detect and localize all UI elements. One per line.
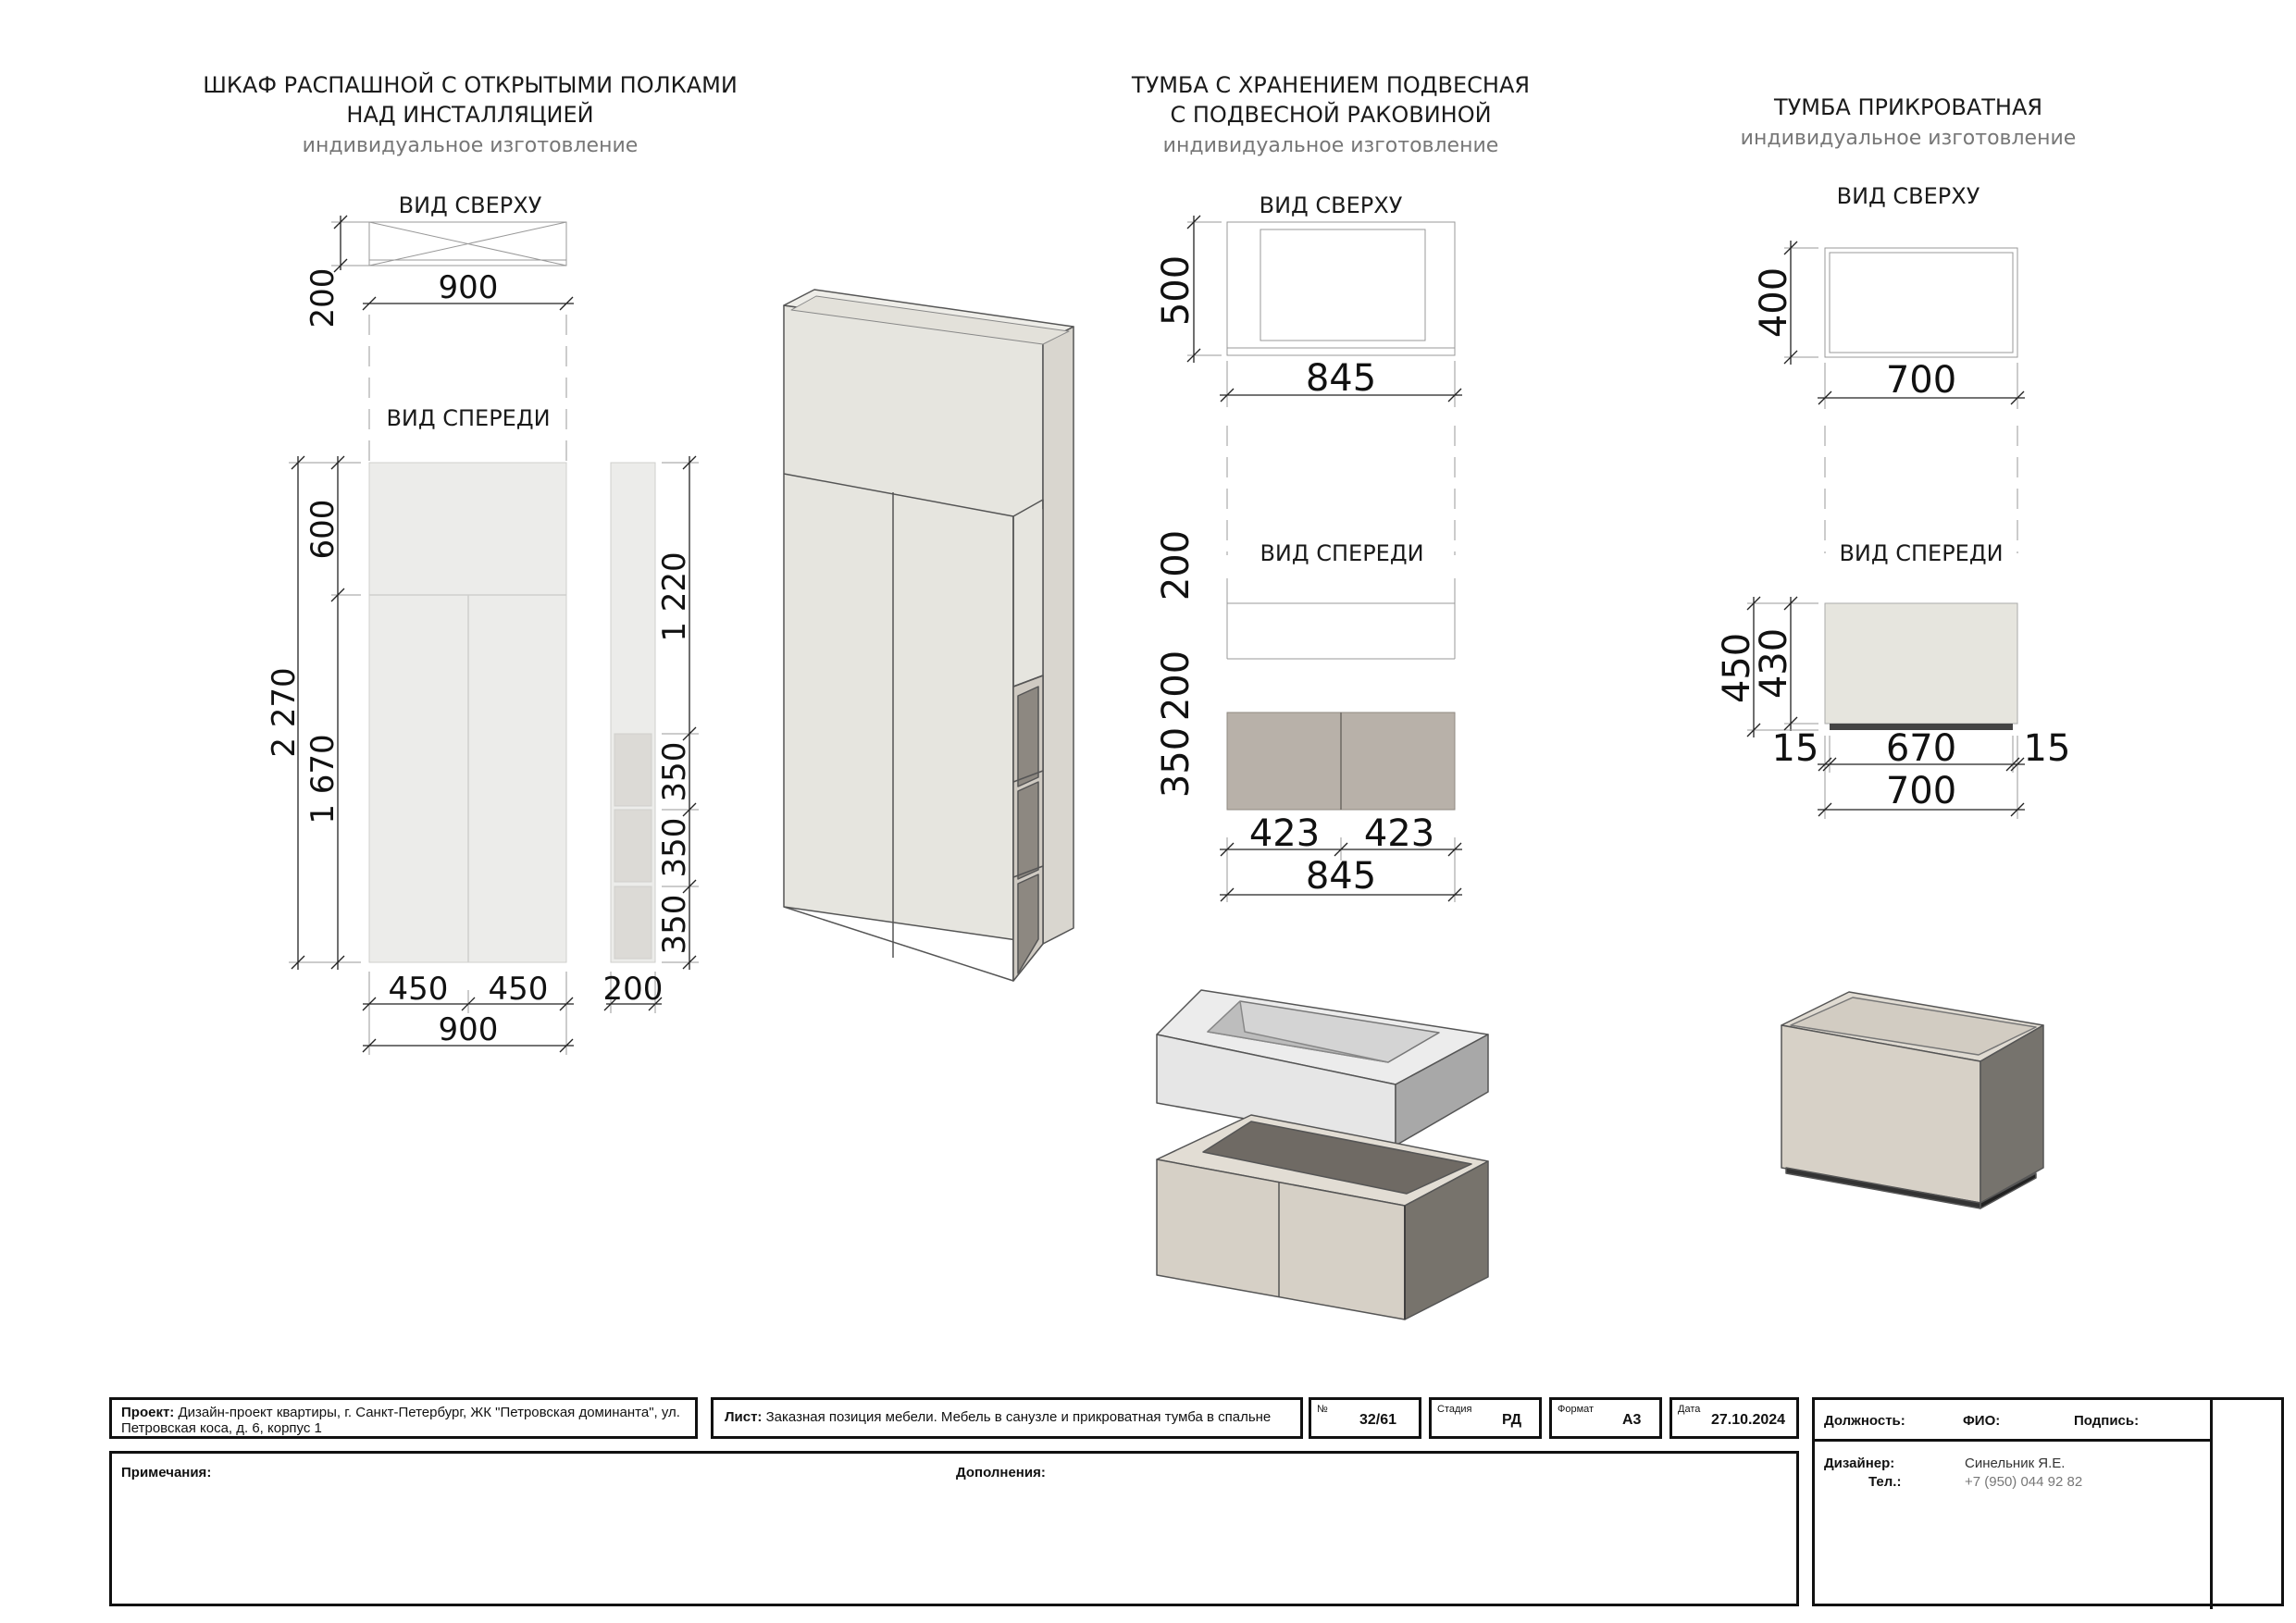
vanity-door-left-dim: 423 — [1249, 812, 1320, 855]
date-label: Дата — [1678, 1404, 1701, 1415]
vanity-view-top-label: ВИД СВЕРХУ — [1260, 192, 1403, 218]
vanity-front-view — [1226, 578, 1456, 811]
nightstand-inner-width-dim: 670 — [1886, 727, 1956, 770]
signature-box: Должность: ФИО: Подпись: Дизайнер: Тел.:… — [1812, 1397, 2284, 1609]
stage-box: Стадия РД — [1429, 1397, 1542, 1439]
vanity-top-depth-dim: 500 — [1155, 255, 1198, 326]
project-value: Дизайн-проект квартиры, г. Санкт-Петербу… — [121, 1405, 680, 1436]
fio-label: ФИО: — [1963, 1413, 2001, 1429]
wardrobe-lower-height-dim: 1 670 — [304, 734, 341, 824]
nightstand-front-view — [1824, 602, 2018, 730]
vanity-cabinet-height-dim: 350 — [1155, 727, 1198, 798]
vanity-sink-height-dim: 200 — [1155, 530, 1198, 601]
nightstand-top-view — [1824, 247, 2018, 358]
signature-label: Подпись: — [2074, 1413, 2140, 1429]
vanity-isometric-cabinet — [1156, 1114, 1489, 1320]
vanity-isometric-sink — [1156, 989, 1489, 1146]
nightstand-offset-right-dim: 15 — [2024, 727, 2071, 770]
wardrobe-side-upper-dim: 1 220 — [656, 551, 693, 641]
notes-label: Примечания: — [121, 1465, 212, 1481]
vanity-view-front-label: ВИД СПЕРЕДИ — [1260, 540, 1423, 566]
nightstand-section: ТУМБА ПРИКРОВАТНАЯ индивидуальное изгото… — [1716, 94, 2077, 1209]
number-value: 32/61 — [1359, 1412, 1397, 1428]
wardrobe-isometric — [783, 289, 1074, 982]
date-value: 27.10.2024 — [1711, 1412, 1786, 1428]
number-label: № — [1317, 1404, 1328, 1415]
vanity-door-right-dim: 423 — [1364, 812, 1434, 855]
format-box: Формат А3 — [1549, 1397, 1662, 1439]
stage-value: РД — [1502, 1412, 1522, 1428]
wardrobe-front-width-dims: 450 450 900 200 — [362, 971, 664, 1055]
signature-header: Должность: ФИО: Подпись: — [1815, 1400, 2210, 1442]
wardrobe-top-depth-dim: 200 — [304, 268, 341, 328]
additions-label: Дополнения: — [956, 1465, 1046, 1481]
wardrobe-side-height-dims: 1 220 350 350 350 — [656, 455, 699, 970]
vanity-top-dims: 500 845 — [1155, 215, 1462, 407]
number-box: № 32/61 — [1309, 1397, 1421, 1439]
sheet-box: Лист: Заказная позиция мебели. Мебель в … — [711, 1397, 1303, 1439]
wardrobe-view-front-label: ВИД СПЕРЕДИ — [386, 405, 550, 431]
designer-label: Дизайнер: — [1824, 1456, 1895, 1471]
nightstand-top-depth-dim: 400 — [1753, 267, 1795, 338]
nightstand-subtitle: индивидуальное изготовление — [1741, 127, 2077, 150]
wardrobe-title-line2: НАД ИНСТАЛЛЯЦИЕЙ — [346, 101, 593, 128]
nightstand-title: ТУМБА ПРИКРОВАТНАЯ — [1773, 94, 2042, 120]
sheet-label: Лист: — [725, 1409, 763, 1425]
wardrobe-door-left-dim: 450 — [389, 971, 449, 1008]
vanity-top-width-dim: 845 — [1306, 357, 1376, 400]
nightstand-isometric — [1781, 991, 2044, 1209]
phone-label: Тел.: — [1868, 1474, 1902, 1490]
notes-box: Примечания: Дополнения: — [109, 1451, 1799, 1606]
project-box: Проект: Дизайн-проект квартиры, г. Санкт… — [109, 1397, 698, 1439]
nightstand-view-front-label: ВИД СПЕРЕДИ — [1839, 540, 2003, 566]
vanity-top-view — [1226, 221, 1456, 356]
format-label: Формат — [1558, 1404, 1595, 1415]
wardrobe-section: ШКАФ РАСПАШНОЙ С ОТКРЫТЫМИ ПОЛКАМИ НАД И… — [203, 71, 1074, 1055]
nightstand-front-width-dim: 700 — [1886, 770, 1956, 812]
wardrobe-top-dims: 200 900 — [304, 215, 574, 328]
nightstand-front-dims: 450 430 15 670 15 700 — [1716, 596, 2071, 819]
wardrobe-top-width-dim: 900 — [439, 269, 499, 306]
position-label: Должность: — [1824, 1413, 1905, 1429]
wardrobe-front-height-dims: 2 270 600 1 670 — [266, 455, 361, 970]
wardrobe-side-column — [610, 462, 656, 963]
wardrobe-top-view — [368, 221, 567, 266]
vanity-gap-dim: 200 — [1155, 650, 1198, 721]
vanity-front-width-dims: 423 423 845 — [1220, 812, 1462, 902]
vanity-title-line1: ТУМБА С ХРАНЕНИЕМ ПОДВЕСНАЯ — [1131, 72, 1530, 98]
vanity-front-width-dim: 845 — [1306, 855, 1376, 898]
signature-divider — [2210, 1400, 2213, 1609]
nightstand-offset-left-dim: 15 — [1772, 727, 1819, 770]
designer-name: Синельник Я.Е. — [1965, 1456, 2066, 1471]
designer-phone: +7 (950) 044 92 82 — [1965, 1474, 2083, 1490]
format-value: А3 — [1622, 1412, 1642, 1428]
vanity-section: ТУМБА С ХРАНЕНИЕМ ПОДВЕСНАЯ С ПОДВЕСНОЙ … — [1131, 72, 1530, 1320]
vanity-title-line2: С ПОДВЕСНОЙ РАКОВИНОЙ — [1170, 101, 1491, 128]
wardrobe-upper-height-dim: 600 — [304, 500, 341, 560]
wardrobe-shelf3-dim: 350 — [656, 895, 693, 955]
date-box: Дата 27.10.2024 — [1669, 1397, 1799, 1439]
vanity-subtitle: индивидуальное изготовление — [1163, 134, 1499, 157]
wardrobe-side-width-dim: 200 — [603, 971, 664, 1008]
wardrobe-shelf1-dim: 350 — [656, 742, 693, 802]
project-label: Проект: — [121, 1405, 175, 1420]
vanity-front-height-dims: 200 200 350 — [1155, 530, 1198, 798]
wardrobe-front-width-dim: 900 — [439, 1011, 499, 1048]
nightstand-top-dims: 400 700 — [1753, 241, 2025, 409]
stage-label: Стадия — [1437, 1404, 1472, 1415]
nightstand-view-top-label: ВИД СВЕРХУ — [1837, 183, 1980, 209]
wardrobe-view-top-label: ВИД СВЕРХУ — [399, 192, 542, 218]
sheet-value: Заказная позиция мебели. Мебель в санузл… — [765, 1409, 1272, 1425]
wardrobe-door-right-dim: 450 — [489, 971, 549, 1008]
wardrobe-front-view — [368, 462, 567, 963]
wardrobe-shelf2-dim: 350 — [656, 818, 693, 878]
nightstand-top-width-dim: 700 — [1886, 359, 1956, 402]
nightstand-total-height-dim: 450 — [1716, 633, 1758, 703]
wardrobe-title-line1: ШКАФ РАСПАШНОЙ С ОТКРЫТЫМИ ПОЛКАМИ — [203, 71, 738, 98]
wardrobe-total-height-dim: 2 270 — [266, 667, 303, 757]
wardrobe-subtitle: индивидуальное изготовление — [303, 134, 639, 157]
nightstand-body-height-dim: 430 — [1753, 628, 1795, 699]
